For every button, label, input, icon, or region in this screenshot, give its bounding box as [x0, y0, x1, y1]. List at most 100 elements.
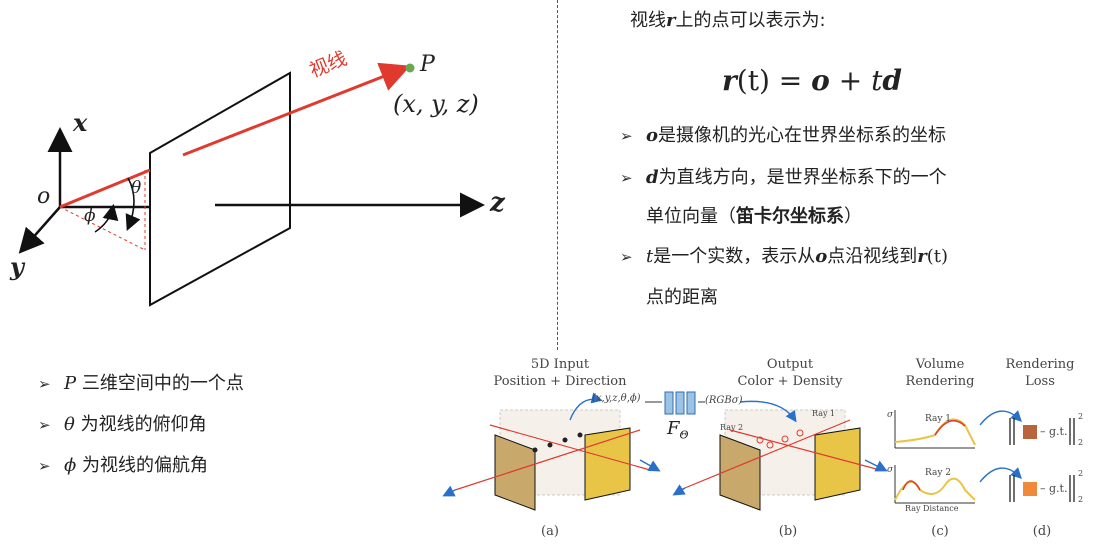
norm-sub-2: 2 [1078, 495, 1084, 504]
eq-t-arg: (t) [736, 64, 770, 97]
ray-b1 [679, 419, 851, 491]
ray2-label-c: Ray 2 [925, 468, 952, 478]
eq-o: o [811, 64, 830, 97]
blue-axis-a1 [442, 485, 456, 497]
bullet-t-text2: 点沿视线到 [827, 246, 918, 267]
left-item-theta-var: θ [64, 414, 75, 435]
network-f: F [667, 418, 680, 439]
section-divider [557, 0, 558, 350]
origin-label: o [37, 184, 51, 209]
gt-label-2: – g.t. [1040, 482, 1068, 495]
density-curve-2b [902, 480, 921, 491]
eq-equals: = [769, 64, 812, 97]
bullet-o-var: o [646, 125, 659, 146]
nerf-input-title: 5D Input [530, 357, 590, 372]
sigma-label-1: σ [887, 410, 894, 420]
camera-ray-diagram [18, 62, 485, 307]
projection-dash-1 [59, 206, 146, 251]
bullet-t-line2: 点的距离 [646, 287, 718, 308]
panel-a-label: (a) [541, 524, 559, 539]
gt-label-1: – g.t. [1040, 425, 1068, 438]
eq-r: r [722, 64, 737, 97]
norm-sup-1: 2 [1078, 412, 1084, 421]
network-layer [686, 391, 696, 415]
camera-image-a1 [494, 434, 536, 511]
panel-b-label: (b) [778, 524, 798, 539]
ray-intro-suffix: 上的点可以表示为: [675, 10, 826, 31]
ray-b2 [729, 429, 881, 471]
left-item-phi-var: ϕ [64, 455, 77, 476]
ray-a1 [454, 429, 641, 491]
bullet-o: ➢o是摄像机的光心在世界坐标系的坐标 [620, 122, 946, 150]
ray-intro: 视线r上的点可以表示为: [630, 6, 826, 32]
nerf-loss-sub: Loss [1025, 374, 1055, 389]
bullet-d-line2-plain: 单位向量（ [646, 206, 736, 227]
nerf-loss-title: Rendering [1005, 357, 1075, 372]
predicted-color-2 [1023, 482, 1037, 496]
point-p-label: P [420, 52, 435, 77]
bullet-d-line2-bold: 笛卡尔坐标系 [736, 206, 844, 227]
ray-a2 [489, 424, 651, 471]
panel-d-label: (d) [1032, 524, 1052, 539]
left-item-p-text: 三维空间中的一个点 [76, 373, 244, 394]
image-plane [149, 71, 291, 307]
nerf-output-vector: (RGBσ) [705, 395, 743, 406]
sigma-label-2: σ [887, 465, 894, 475]
ray1-label-b: Ray 1 [812, 409, 836, 418]
nerf-volume-sub: Rendering [905, 374, 975, 389]
input-flow-arrow [569, 392, 603, 421]
view-ray-front [59, 168, 151, 209]
sample-point [547, 442, 553, 448]
network-theta: Θ [679, 428, 689, 442]
bullet-arrow-icon: ➢ [38, 457, 51, 475]
sample-point [796, 429, 804, 437]
bullet-t-var3: r [917, 246, 927, 267]
phi-label: ϕ [84, 206, 96, 226]
left-item-theta-text: 为视线的俯仰角 [74, 414, 207, 435]
left-item-phi-text: 为视线的偏航角 [76, 455, 209, 476]
bullet-t-var3-arg: (t) [926, 246, 949, 267]
bullet-d-var: d [646, 167, 659, 188]
left-item-p-var: P [64, 373, 77, 394]
sample-point [756, 436, 764, 444]
camera-image-a2 [584, 427, 631, 501]
left-item-phi: ➢ ϕ 为视线的偏航角 [38, 452, 208, 480]
norm-sub-1: 2 [1078, 438, 1084, 447]
bullet-d-line2: 单位向量（笛卡尔坐标系） [646, 203, 862, 231]
nerf-input-sub: Position + Direction [493, 374, 627, 389]
camera-image-b2 [814, 427, 861, 501]
theta-label: θ [131, 178, 142, 198]
loss-arrow-2 [979, 467, 1022, 483]
ray2-label-b: Ray 2 [720, 423, 744, 432]
blue-axis-b1 [672, 484, 686, 496]
nerf-output-sub: Color + Density [737, 374, 843, 389]
output-flow-arrow [739, 400, 797, 423]
point-p-coords: (x, y, z) [393, 90, 479, 118]
point-p-marker [405, 63, 415, 73]
bullet-t-var2: o [815, 246, 828, 267]
network-layer [675, 391, 685, 415]
ray-intro-var: r [666, 10, 676, 31]
y-axis [18, 206, 61, 254]
bullet-t: ➢t是一个实数，表示从o点沿视线到r(t) [620, 243, 948, 271]
bullet-d-text: 为直线方向，是世界坐标系下的一个 [658, 167, 947, 188]
ray1-label-c: Ray 1 [925, 414, 952, 424]
nerf-volume-title: Volume [915, 357, 965, 372]
ray-equation: r(t) = o + td [722, 64, 902, 97]
x-axis-label: x [73, 108, 88, 137]
sample-point [766, 441, 774, 449]
bullet-arrow-icon: ➢ [38, 375, 51, 393]
blue-axis-b2 [864, 459, 888, 472]
predicted-color-1 [1023, 425, 1037, 439]
bullet-o-text: 是摄像机的光心在世界坐标系的坐标 [658, 125, 947, 146]
nerf-output-title: Output [766, 357, 814, 372]
eq-plus: + [829, 64, 872, 97]
network-layer [664, 391, 674, 415]
camera-image-b1 [719, 434, 761, 511]
bullet-t-var: t [646, 246, 654, 267]
ray-intro-prefix: 视线 [630, 10, 666, 31]
bullet-d: ➢d为直线方向，是世界坐标系下的一个 [620, 164, 947, 192]
phi-arc [94, 203, 119, 233]
left-item-p: ➢ P 三维空间中的一个点 [38, 370, 244, 398]
loss-arrow-1 [979, 410, 1022, 426]
